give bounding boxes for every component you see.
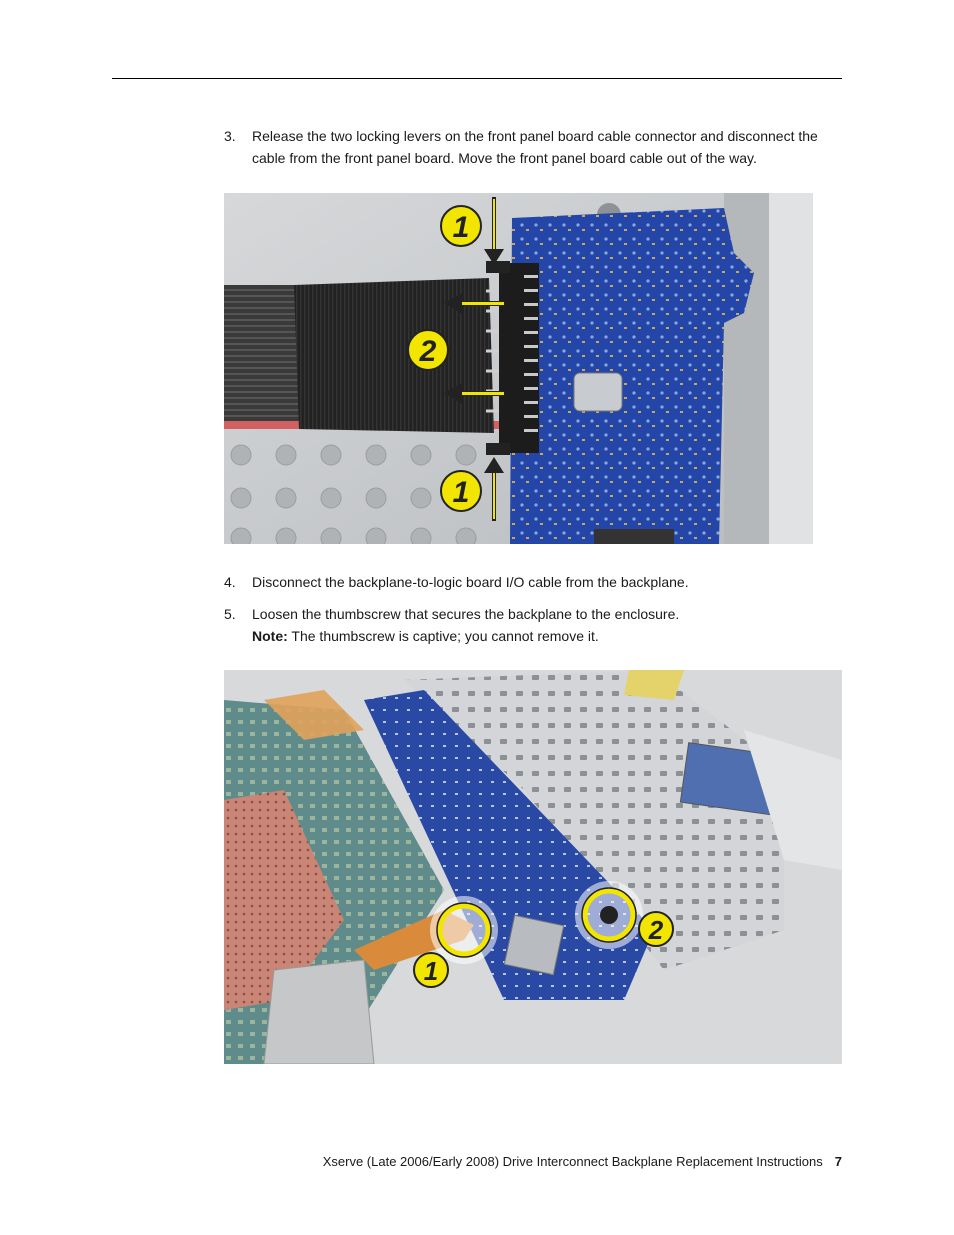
callout-1-top: 1 <box>440 205 482 247</box>
front-panel-cable-photo: 1 2 1 <box>224 193 813 544</box>
up-arrow-icon <box>484 457 504 521</box>
page-number: 7 <box>834 1154 842 1169</box>
step-4: 4. Disconnect the backplane-to-logic boa… <box>224 571 844 595</box>
left-arrow-icon <box>444 383 504 404</box>
svg-text:1: 1 <box>453 476 470 509</box>
callout-2: 2 <box>638 911 674 947</box>
step-3: 3. Release the two locking levers on the… <box>224 125 844 173</box>
thumbscrew-highlight <box>575 881 643 949</box>
svg-text:1: 1 <box>424 956 438 986</box>
left-arrow-icon <box>444 293 504 314</box>
step-text: Release the two locking levers on the fr… <box>252 128 818 166</box>
header-rule <box>112 78 842 79</box>
backplane-enclosure-photo: 1 2 <box>224 670 842 1064</box>
note-text: The thumbscrew is captive; you cannot re… <box>287 628 599 644</box>
note-label: Note: <box>252 628 288 644</box>
step-text: Disconnect the backplane-to-logic board … <box>252 574 689 590</box>
svg-text:2: 2 <box>648 915 664 945</box>
step-number: 5. <box>224 606 236 622</box>
step-text: Loosen the thumbscrew that secures the b… <box>252 603 842 647</box>
step-5: 5. Loosen the thumbscrew that secures th… <box>224 603 844 651</box>
callout-1: 1 <box>413 952 449 988</box>
svg-text:2: 2 <box>419 335 437 368</box>
callout-2: 2 <box>407 329 449 371</box>
down-arrow-icon <box>484 197 504 265</box>
page-footer: Xserve (Late 2006/Early 2008) Drive Inte… <box>323 1152 842 1172</box>
callout-1-bottom: 1 <box>440 470 482 512</box>
io-cable-highlight <box>430 896 498 964</box>
step-number: 3. <box>224 128 236 144</box>
step-number: 4. <box>224 574 236 590</box>
step-text-main: Loosen the thumbscrew that secures the b… <box>252 606 680 622</box>
svg-text:1: 1 <box>453 211 470 244</box>
footer-title: Xserve (Late 2006/Early 2008) Drive Inte… <box>322 1154 823 1169</box>
